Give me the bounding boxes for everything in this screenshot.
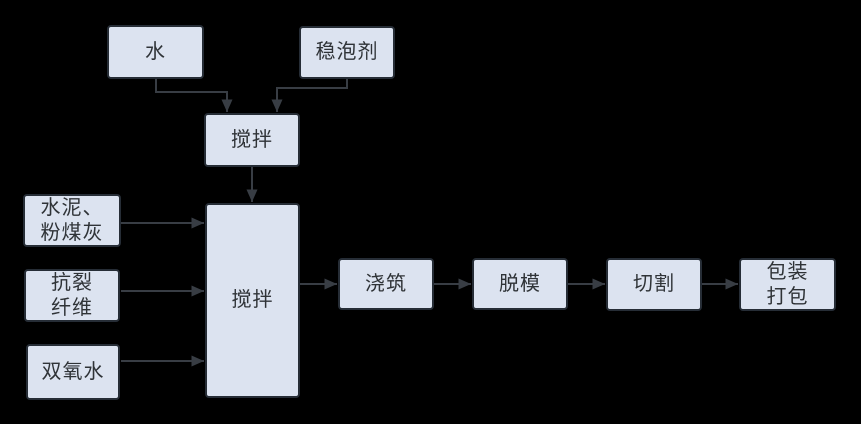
node-demold: 脱模: [472, 258, 568, 310]
node-main-mix: 搅拌: [205, 203, 300, 398]
node-anti-crack-fiber: 抗裂 纤维: [24, 269, 120, 322]
node-hydrogen-peroxide: 双氧水: [26, 344, 120, 400]
node-cement-fly-ash: 水泥、 粉煤灰: [23, 194, 121, 247]
edge-foam-stabilizer-to-premix: [271, 79, 348, 112]
node-foam-stabilizer: 稳泡剂: [299, 26, 395, 79]
node-water: 水: [107, 25, 204, 79]
edge-water-to-premix: [155, 79, 233, 112]
node-pack: 包装 打包: [739, 258, 836, 311]
node-cut: 切割: [606, 258, 702, 311]
node-premix: 搅拌: [204, 113, 300, 167]
node-pour: 浇筑: [338, 258, 434, 310]
